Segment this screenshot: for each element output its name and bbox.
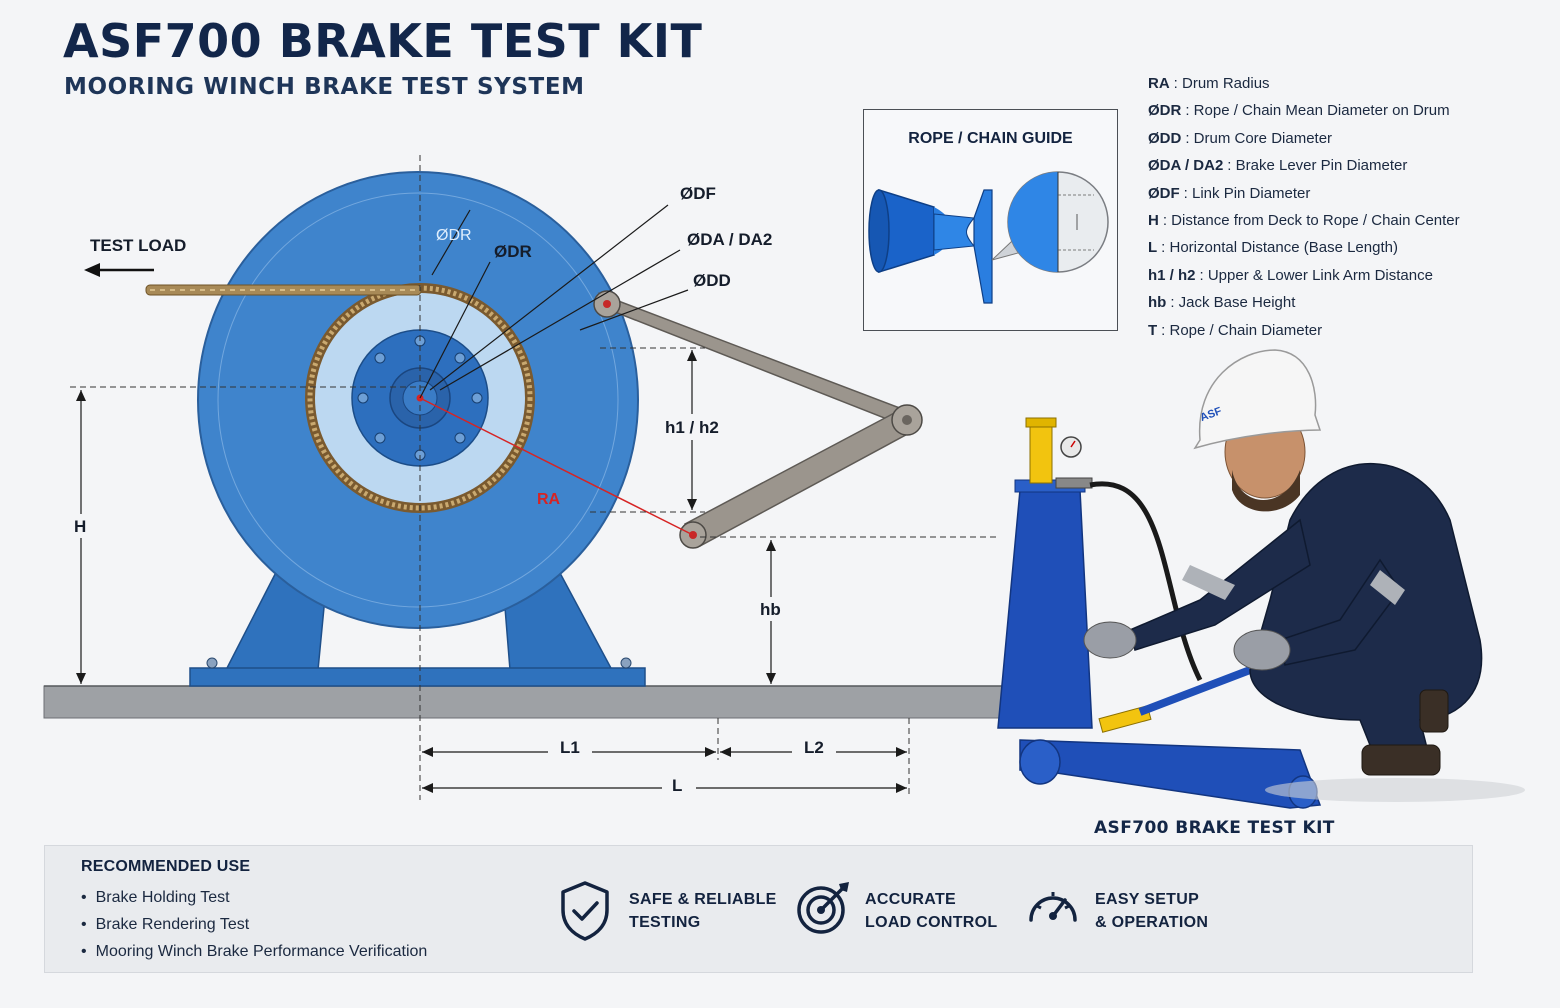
- hb-label: hb: [760, 600, 781, 619]
- df-label: ØDF: [680, 184, 716, 203]
- page-subtitle: MOORING WINCH BRAKE TEST SYSTEM: [64, 74, 585, 100]
- rope-guide-illustration: [868, 171, 1109, 304]
- deck-plate: [43, 685, 1045, 719]
- hard-hat: [1193, 349, 1322, 450]
- symbol-legend: RA: Drum Radius ØDR: Rope / Chain Mean D…: [1148, 70, 1548, 344]
- list-item: Mooring Winch Brake Performance Verifica…: [81, 938, 428, 965]
- dd-label: ØDD: [693, 271, 731, 290]
- legend-row: RA: Drum Radius: [1148, 75, 1270, 92]
- guide-title: ROPE / CHAIN GUIDE: [908, 130, 1073, 147]
- l2-label: L2: [804, 738, 824, 757]
- list-item: Brake Rendering Test: [81, 911, 427, 938]
- arrow-left-icon: [84, 263, 154, 277]
- l-label: L: [672, 776, 682, 795]
- technician: ASF: [1083, 349, 1525, 802]
- dr-inner-label: ØDR: [494, 242, 532, 261]
- recommended-title: RECOMMENDED USE: [81, 858, 251, 875]
- h1h2-label: h1 / h2: [665, 418, 719, 437]
- legend-row: ØDD: Drum Core Diameter: [1148, 129, 1333, 147]
- rope-chain-guide-panel: ROPE / CHAIN GUIDE: [863, 109, 1118, 331]
- da-label: ØDA / DA2: [687, 230, 772, 249]
- recommended-use-panel: RECOMMENDED USE Brake Holding Test Brake…: [44, 845, 1473, 973]
- shield-check-icon: [561, 881, 609, 941]
- list-item: Brake Holding Test: [81, 884, 427, 911]
- gauge-icon: [1029, 892, 1077, 922]
- recommended-list: Brake Holding Test Brake Rendering Test …: [81, 884, 428, 965]
- test-load-label: TEST LOAD: [90, 236, 186, 255]
- legend-row: h1 / h2: Upper & Lower Link Arm Distance: [1148, 266, 1433, 284]
- kit-caption: ASF700 BRAKE TEST KIT: [1094, 818, 1335, 838]
- hydraulic-jack: [997, 417, 1322, 809]
- h-label: H: [74, 517, 86, 536]
- dr-outer-label: ØDR: [436, 227, 472, 244]
- legend-row: L: Horizontal Distance (Base Length): [1148, 239, 1398, 257]
- page-title: ASF700 BRAKE TEST KIT: [63, 14, 703, 68]
- ra-label: RA: [537, 491, 561, 508]
- legend-row: H: Distance from Deck to Rope / Chain Ce…: [1148, 211, 1460, 229]
- target-icon: [797, 882, 849, 934]
- legend-row: ØDR: Rope / Chain Mean Diameter on Drum: [1148, 102, 1450, 120]
- link-arm-assembly: [593, 290, 923, 549]
- legend-row: hb: Jack Base Height: [1148, 294, 1296, 312]
- legend-row: ØDA / DA2: Brake Lever Pin Diameter: [1148, 157, 1408, 175]
- legend-row: ØDF: Link Pin Diameter: [1148, 184, 1311, 202]
- l1-label: L1: [560, 738, 580, 757]
- legend-row: T: Rope / Chain Diameter: [1148, 321, 1323, 339]
- test-rope: [145, 284, 422, 296]
